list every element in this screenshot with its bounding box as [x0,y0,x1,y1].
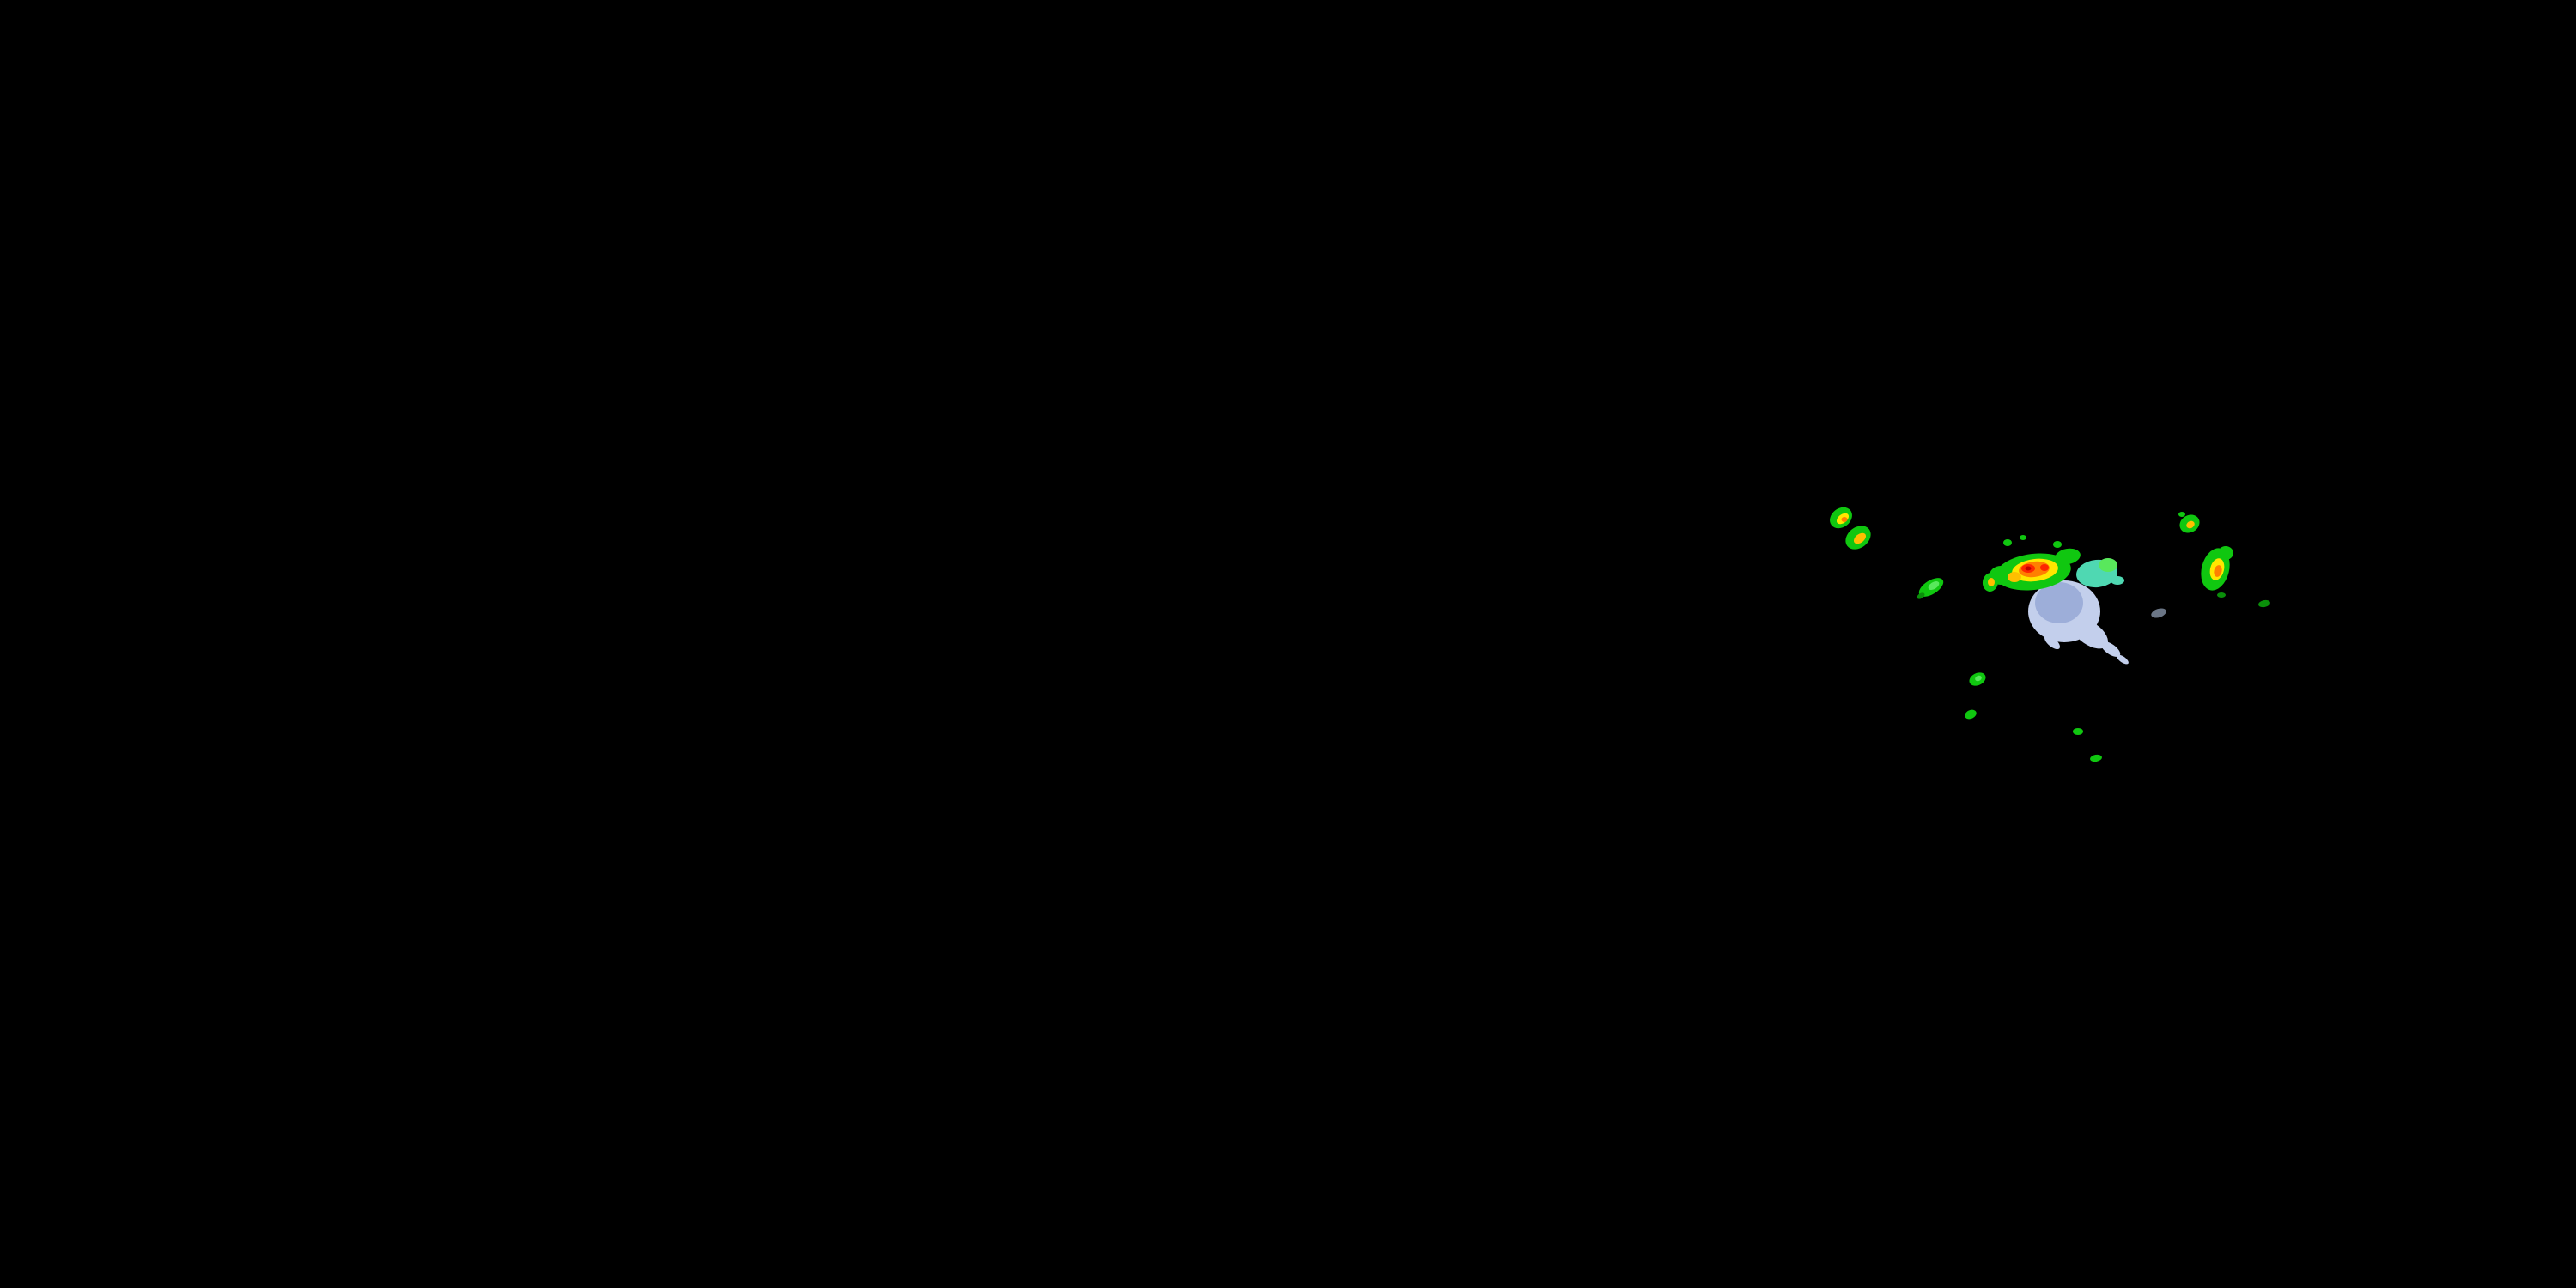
radar-echo [2117,654,2129,665]
radar-echo [2090,754,2102,762]
radar-cell-south-speck-3 [2073,728,2083,735]
radar-echo [1988,578,1995,586]
radar-cell-gray-speck [2151,608,2166,618]
radar-cell-south-speck-4 [2090,754,2102,762]
radar-echo [1917,592,1925,599]
radar-echo [1841,517,1848,522]
radar-echo [2178,512,2185,517]
radar-echo [2025,566,2032,571]
radar-cell-south-speck-1 [1969,672,1986,686]
radar-cell-main-storm [1982,535,2129,665]
radar-echo [2073,728,2083,735]
radar-cell-west-streak [1917,578,1944,599]
radar-echo [2003,539,2012,546]
radar-cell-far-east-speck [2258,599,2270,608]
radar-echo [2055,548,2081,565]
radar-echo [1965,709,1977,720]
radar-echo [2008,572,2021,582]
radar-echo [2053,541,2062,548]
radar-echo [2020,535,2026,540]
radar-echo [2035,582,2083,623]
radar-echo [2111,576,2124,585]
radar-cell-west-pair [1830,507,1871,550]
radar-echo [2099,558,2117,572]
radar-echo [2218,546,2233,560]
radar-echo [2186,520,2195,529]
radar-cell-south-speck-2 [1965,709,1977,720]
radar-echo [2044,635,2061,650]
radar-echo [2040,564,2049,571]
radar-echo [2100,641,2121,657]
radar-echo [1975,675,1982,682]
radar-cell-east-small-upper [2178,512,2200,533]
radar-echo [1928,580,1940,591]
radar-cell-east-cluster [2201,546,2233,598]
radar-echo [2217,592,2226,598]
radar-echo [2258,599,2270,608]
radar-echo [2151,608,2166,618]
radar-echo [2071,618,2109,649]
radar-echo [2214,565,2222,577]
radar-echo [1853,532,1867,544]
